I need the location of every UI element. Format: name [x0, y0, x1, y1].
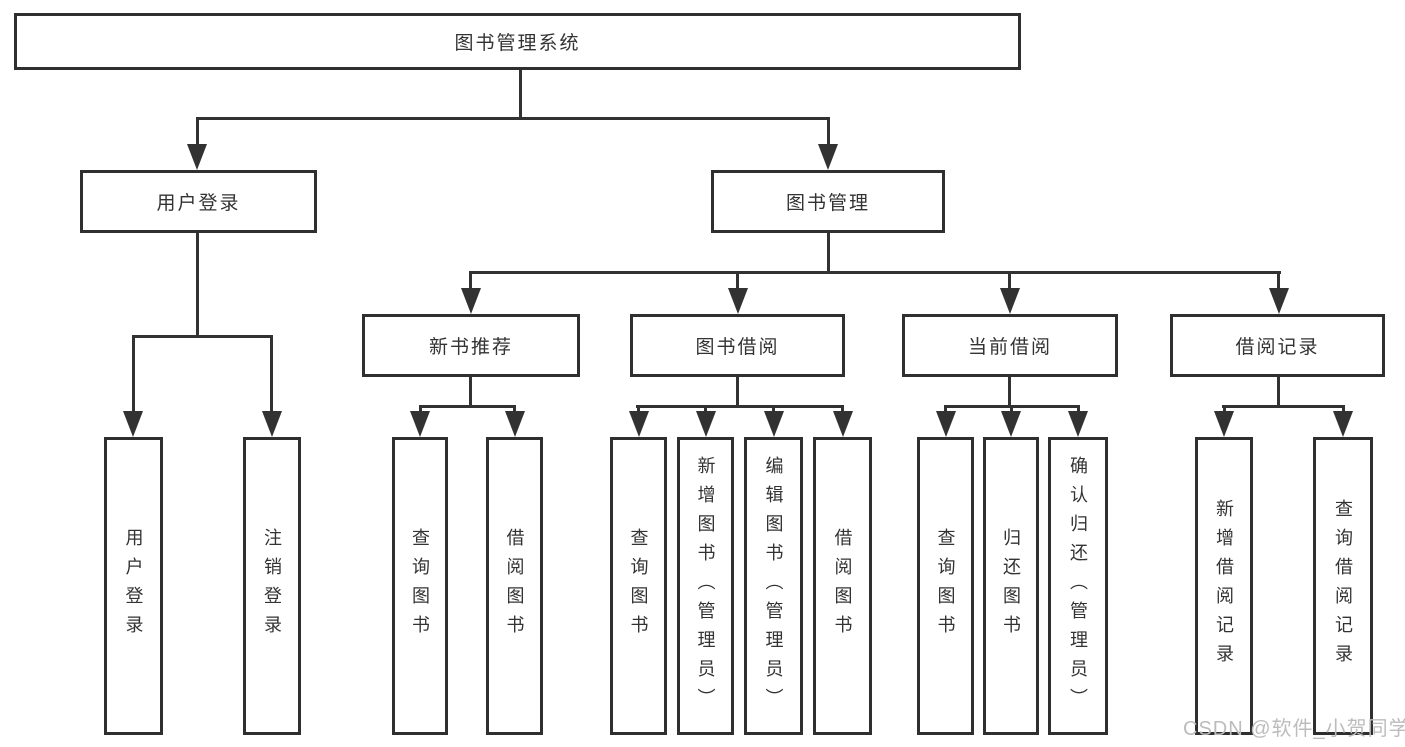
connector-line [827, 233, 830, 274]
connector-line [513, 405, 516, 415]
node-return-book: 归还图书 [983, 437, 1039, 735]
connector-line [132, 335, 135, 415]
node-label: 新书推荐 [428, 337, 513, 358]
arrow-down-icon [187, 144, 207, 170]
node-label: 新增借阅记录 [1214, 499, 1234, 673]
connector-line [1223, 405, 1226, 415]
node-label: 用户登录 [156, 193, 241, 214]
node-query-books-borrowing: 查询图书 [610, 437, 667, 735]
arrow-down-icon [1214, 411, 1234, 437]
connector-line [419, 405, 422, 415]
connector-line [519, 69, 522, 119]
connector-line [1008, 271, 1011, 291]
arrow-down-icon [629, 411, 649, 437]
arrow-down-icon [1068, 411, 1088, 437]
node-current-borrowing: 当前借阅 [902, 314, 1118, 377]
arrow-down-icon [262, 411, 282, 437]
node-borrow-books: 借阅图书 [813, 437, 872, 735]
connector-line [196, 233, 199, 338]
connector-line [270, 335, 273, 415]
connector-line [772, 405, 775, 415]
node-label: 借阅图书 [504, 528, 525, 644]
node-label: 用户登录 [123, 528, 144, 644]
connector-line [1342, 405, 1345, 415]
arrow-down-icon [1000, 288, 1020, 314]
connector-line [132, 335, 273, 338]
arrow-down-icon [505, 411, 525, 437]
node-user-login: 用户登录 [80, 170, 317, 233]
node-borrow-records: 借阅记录 [1170, 314, 1385, 377]
connector-line [636, 405, 844, 408]
node-logout: 注销登录 [243, 437, 301, 735]
node-label: 查询借阅记录 [1333, 499, 1353, 673]
node-borrow-books-recommend: 借阅图书 [486, 437, 543, 735]
connector-line [1010, 405, 1013, 415]
connector-line [841, 405, 844, 415]
connector-line [1008, 376, 1011, 408]
node-new-book-recommend: 新书推荐 [362, 314, 580, 377]
arrow-down-icon [818, 144, 838, 170]
connector-line [827, 117, 830, 147]
node-book-borrowing: 图书借阅 [630, 314, 845, 377]
node-add-borrow-record: 新增借阅记录 [1195, 437, 1253, 735]
arrow-down-icon [461, 288, 481, 314]
connector-line [196, 117, 199, 147]
node-query-books-recommend: 查询图书 [392, 437, 448, 735]
arrow-down-icon [1333, 411, 1353, 437]
arrow-down-icon [696, 411, 716, 437]
node-label: 归还图书 [1001, 528, 1021, 644]
csdn-watermark: CSDN @软件_小贺同学 [1183, 718, 1405, 740]
node-label: 图书管理系统 [454, 33, 581, 54]
connector-line [1077, 405, 1080, 415]
arrow-down-icon [728, 288, 748, 314]
node-label: 借阅记录 [1235, 337, 1320, 358]
arrow-down-icon [936, 411, 956, 437]
arrow-down-icon [1269, 288, 1289, 314]
node-query-borrow-record: 查询借阅记录 [1313, 437, 1373, 735]
node-label: 借阅图书 [832, 528, 853, 644]
connector-line [1277, 271, 1280, 291]
node-query-books-current: 查询图书 [917, 437, 974, 735]
node-confirm-return-admin: 确认归还（管理员） [1048, 437, 1108, 735]
connector-line [944, 405, 947, 415]
node-label: 查询图书 [410, 528, 430, 644]
connector-line [637, 405, 640, 415]
arrow-down-icon [1001, 411, 1021, 437]
connector-line [1222, 405, 1345, 408]
node-add-book-admin: 新增图书（管理员） [677, 437, 734, 735]
connector-line [470, 271, 1281, 274]
connector-line [196, 117, 830, 120]
node-label: 确认归还（管理员） [1068, 455, 1088, 717]
connector-line [1277, 376, 1280, 408]
arrow-down-icon [833, 411, 853, 437]
node-label: 编辑图书（管理员） [763, 455, 784, 717]
node-label: 新增图书（管理员） [695, 455, 716, 717]
connector-line [469, 376, 472, 408]
node-label: 查询图书 [628, 528, 649, 644]
node-library-system: 图书管理系统 [14, 13, 1021, 70]
node-label: 图书管理 [785, 193, 870, 214]
node-label: 图书借阅 [695, 337, 780, 358]
node-label: 查询图书 [935, 528, 956, 644]
connector-line [419, 405, 516, 408]
connector-line [736, 376, 739, 408]
arrow-down-icon [764, 411, 784, 437]
connector-line [704, 405, 707, 415]
node-book-management: 图书管理 [711, 170, 945, 233]
node-label: 当前借阅 [967, 337, 1052, 358]
node-user-login-action: 用户登录 [104, 437, 163, 735]
connector-line [469, 271, 472, 291]
node-label: 注销登录 [262, 528, 282, 644]
connector-line [736, 271, 739, 291]
node-edit-book-admin: 编辑图书（管理员） [744, 437, 803, 735]
arrow-down-icon [410, 411, 430, 437]
arrow-down-icon [123, 411, 143, 437]
